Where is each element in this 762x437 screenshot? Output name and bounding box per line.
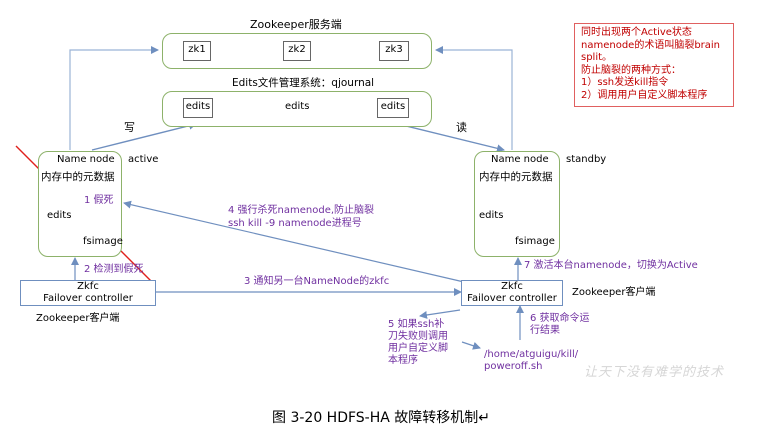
script-path: /home/atguigu/kill/ poweroff.sh — [484, 349, 578, 373]
arrow-step4-kill — [123, 200, 465, 283]
step3-label: 3 通知另一台NameNode的zkfc — [244, 276, 390, 287]
step5-line-1: 5 如果ssh补 — [388, 319, 445, 330]
step5-line-4: 本程序 — [388, 355, 418, 366]
step6-line-1: 6 获取命令运 — [530, 313, 590, 324]
step5-line-3: 用户自定义脚 — [388, 343, 448, 354]
active-namenode-metadata: 内存中的元数据 — [41, 171, 115, 183]
zkfc-left-line1: Zkfc — [77, 281, 99, 292]
read-label: 读 — [456, 121, 467, 134]
zk-node-1: zk1 — [183, 41, 211, 61]
note-line-2: namenode的术语叫脑裂brain — [581, 39, 721, 51]
step4-label-line2: ssh kill -9 namenode进程号 — [228, 218, 362, 229]
step2-label: 2 检测到假死 — [84, 264, 144, 275]
watermark: 让天下没有难学的技术 — [584, 365, 725, 380]
standby-namenode: Name node 内存中的元数据 edits fsimage — [474, 151, 560, 257]
zkfc-left: Zkfc Failover controller — [20, 280, 156, 306]
zookeeper-cluster: zk1 zk2 zk3 — [162, 33, 432, 69]
note-line-6: 2）调用用户自定义脚本程序 — [581, 89, 708, 101]
active-namenode-fsimage: fsimage — [83, 236, 123, 247]
note-line-5: 1）ssh发送kill指令 — [581, 77, 669, 88]
arrow-step5-fallback — [419, 309, 461, 319]
zk-node-2: zk2 — [283, 41, 311, 61]
arrow-active-to-zookeeper — [69, 46, 159, 150]
arrow-standby-to-zookeeper — [435, 46, 513, 150]
write-label: 写 — [124, 121, 135, 134]
active-state-label: active — [128, 154, 159, 165]
zookeeper-cluster-title: Zookeeper服务端 — [250, 18, 342, 31]
active-namenode-edits: edits — [47, 210, 72, 221]
brain-split-note: 同时出现两个Active状态 namenode的术语叫脑裂brain split… — [574, 23, 734, 107]
step5-line-2: 刀失败则调用 — [388, 331, 448, 342]
edits-node-1: edits — [183, 98, 213, 118]
step5-label: 5 如果ssh补 刀失败则调用 用户自定义脚 本程序 — [388, 319, 448, 367]
standby-namenode-title: Name node — [491, 154, 549, 165]
script-path-line-1: /home/atguigu/kill/ — [484, 349, 579, 360]
zk-node-3: zk3 — [379, 41, 409, 61]
edits-cluster-title: Edits文件管理系统：qjournal — [232, 77, 375, 89]
note-line-1: 同时出现两个Active状态 — [581, 27, 692, 38]
script-path-line-2: poweroff.sh — [484, 361, 543, 372]
step6-label: 6 获取命令运 行结果 — [530, 313, 590, 337]
standby-state-label: standby — [566, 154, 607, 165]
zkfc-right-line1: Zkfc — [501, 281, 523, 292]
edits-node-3: edits — [377, 98, 409, 118]
step4-label-line1: 4 强行杀死namenode,防止脑裂 — [228, 205, 375, 216]
arrow-to-script — [461, 341, 481, 350]
standby-namenode-metadata: 内存中的元数据 — [479, 171, 553, 183]
note-line-3: split。 — [581, 52, 613, 63]
zkfc-right: Zkfc Failover controller — [461, 280, 563, 306]
edits-node-2: edits — [285, 101, 310, 112]
figure-caption: 图 3-20 HDFS-HA 故障转移机制↵ — [272, 410, 491, 426]
arrow-read — [397, 123, 505, 153]
active-namenode: Name node 内存中的元数据 edits fsimage — [38, 151, 123, 257]
zkfc-right-caption: Zookeeper客户端 — [572, 287, 656, 298]
zkfc-left-line2: Failover controller — [43, 293, 133, 304]
edits-cluster: edits edits edits — [162, 91, 432, 127]
standby-namenode-edits: edits — [479, 210, 504, 221]
active-namenode-title: Name node — [57, 154, 115, 165]
step7-label: 7 激活本台namenode，切换为Active — [524, 260, 698, 271]
standby-namenode-fsimage: fsimage — [515, 236, 555, 247]
zkfc-right-line2: Failover controller — [467, 293, 557, 304]
note-line-4: 防止脑裂的两种方式： — [581, 64, 681, 76]
step1-label: 1 假死 — [84, 195, 114, 206]
zkfc-left-caption: Zookeeper客户端 — [36, 313, 120, 324]
step6-line-2: 行结果 — [530, 325, 560, 336]
arrow-write — [91, 121, 197, 151]
